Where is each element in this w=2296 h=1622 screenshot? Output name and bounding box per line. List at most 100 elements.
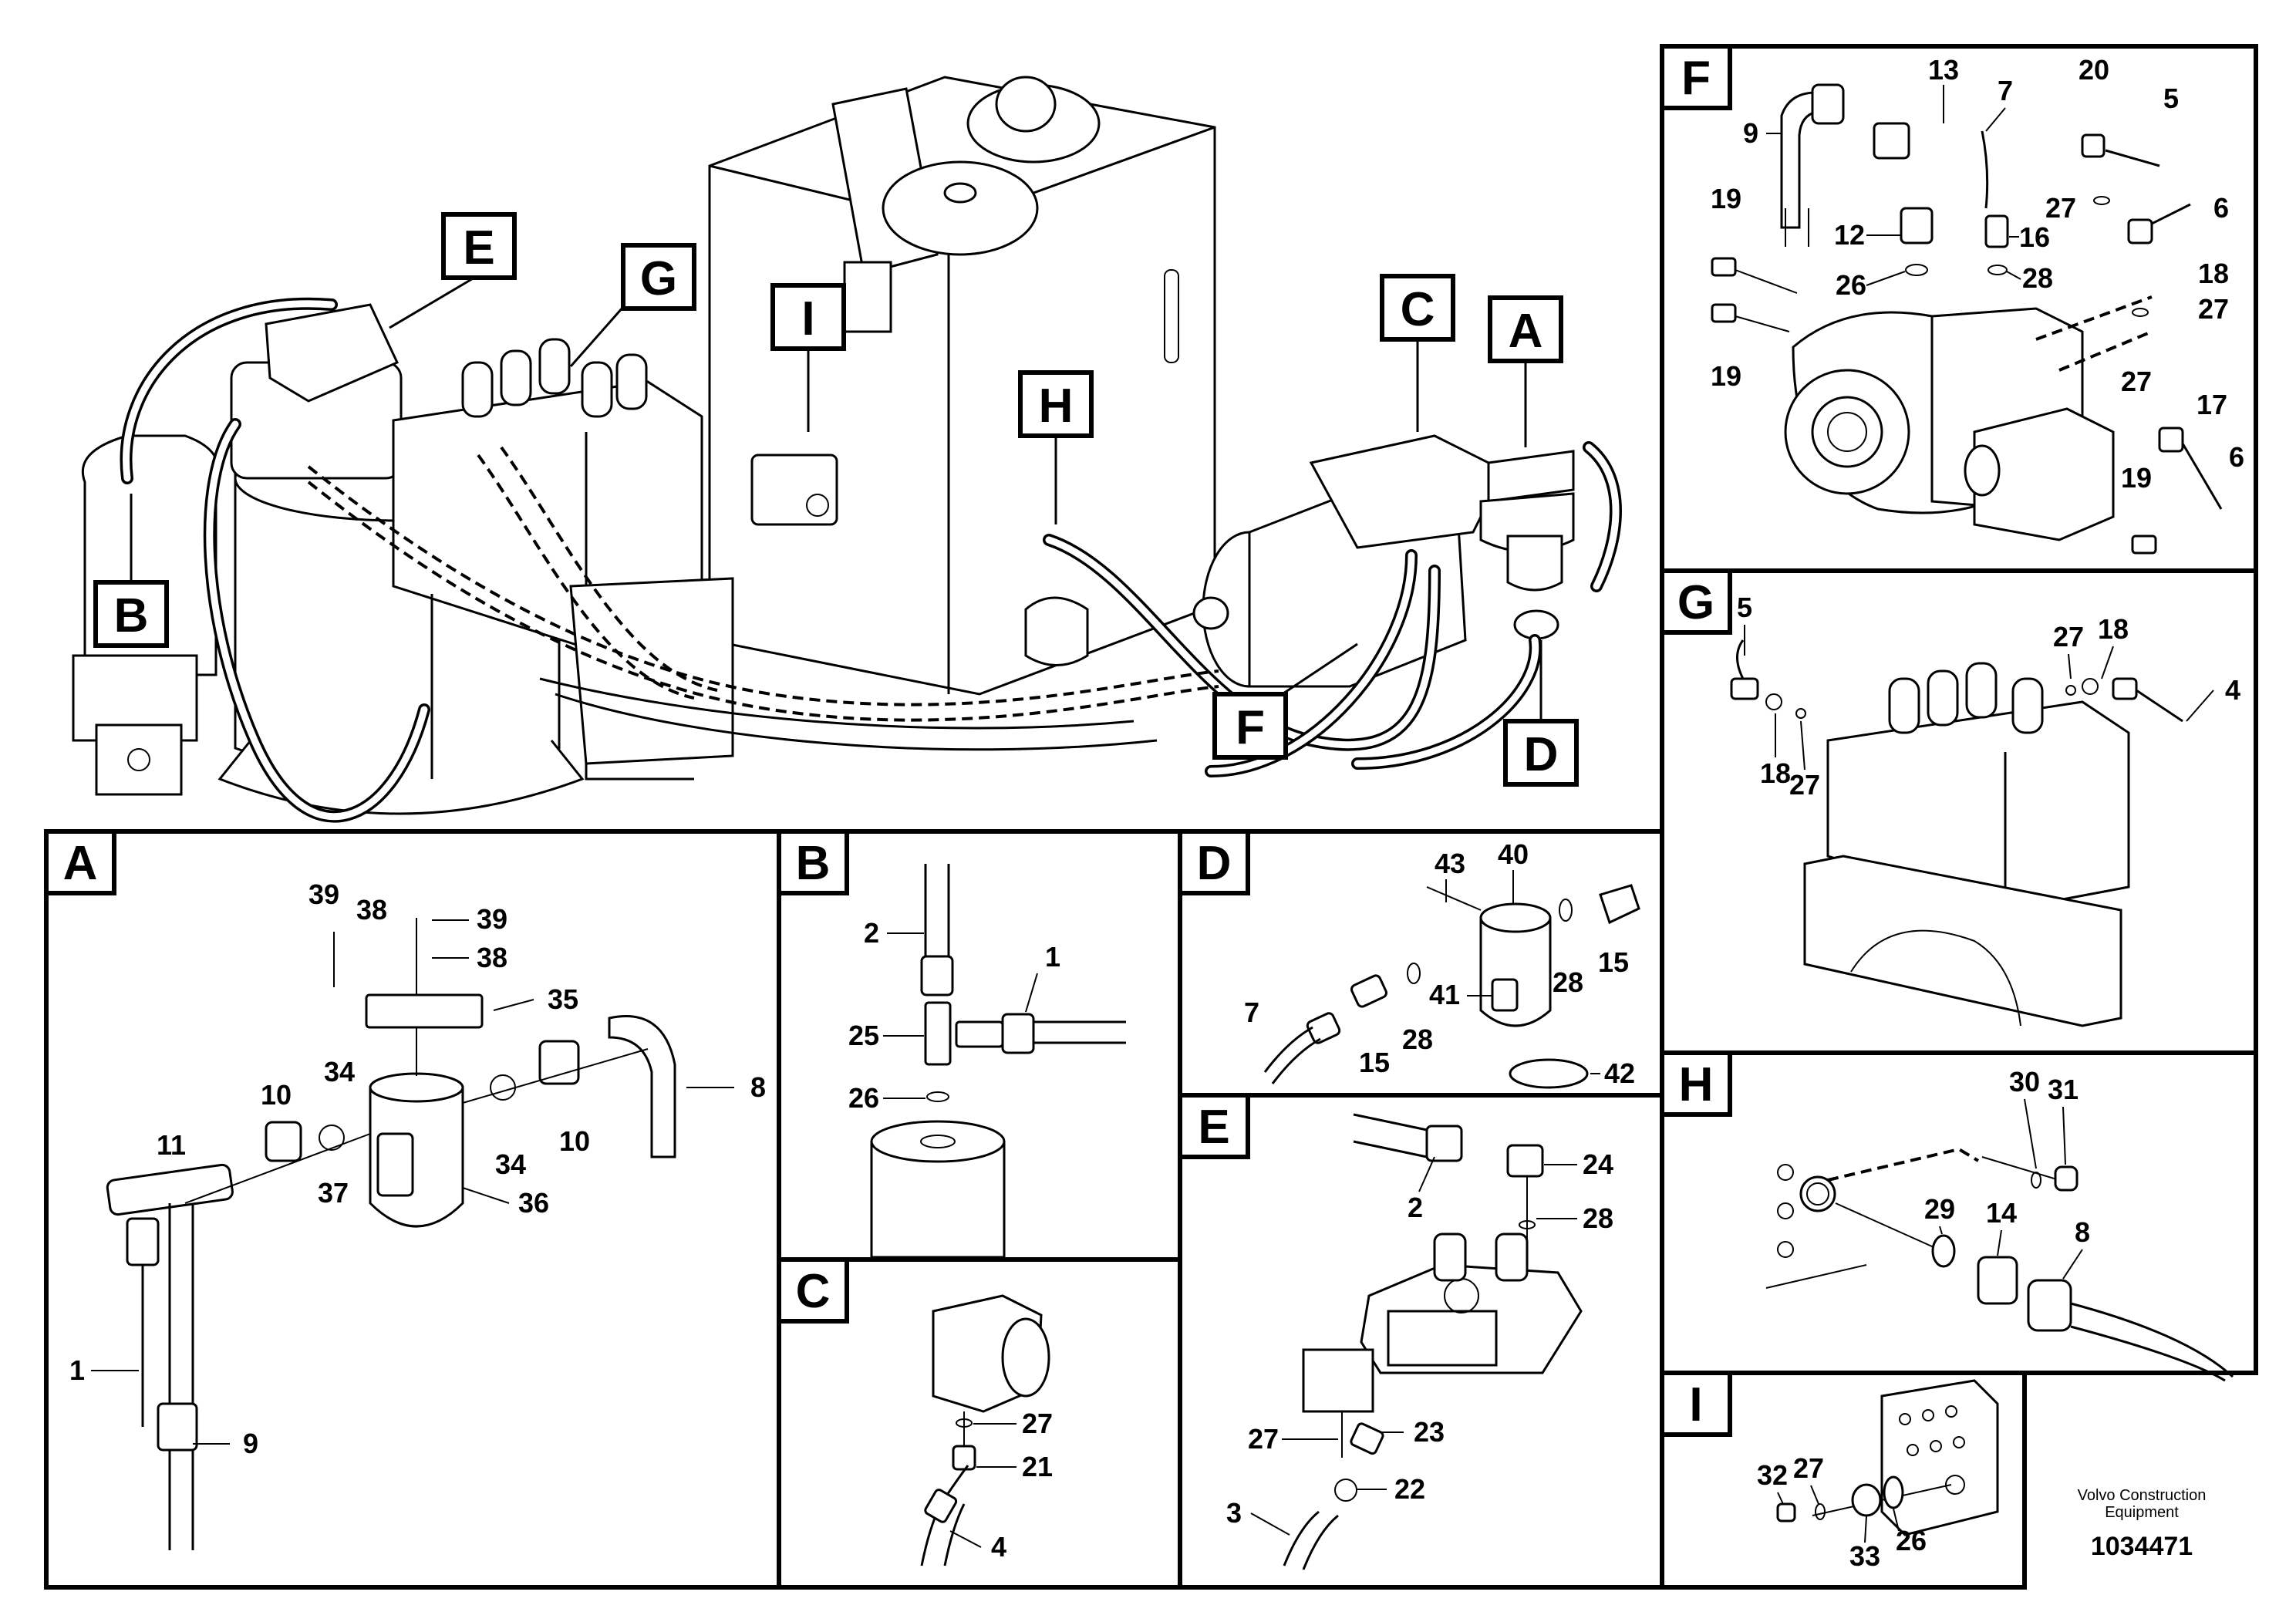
- panel-title: D: [1197, 837, 1232, 890]
- callout-label: E: [463, 221, 494, 275]
- part-label: 9: [1743, 117, 1758, 149]
- part-label: 8: [750, 1071, 766, 1103]
- panel-F-drawing: [1711, 83, 2223, 555]
- part-label: 28: [1402, 1023, 1433, 1055]
- part-label: 19: [2121, 462, 2152, 494]
- detail-panel-E: E 2 24 28 27 23 22 3: [1178, 1093, 1664, 1590]
- leader-lines: [1445, 870, 1600, 1074]
- part-label: 2: [864, 917, 879, 949]
- panel-title: G: [1677, 576, 1714, 629]
- callout-D[interactable]: D: [1503, 640, 1579, 787]
- callout-C[interactable]: C: [1380, 274, 1455, 432]
- part-label: 3: [1226, 1497, 1242, 1529]
- part-label: 15: [1598, 946, 1629, 978]
- panel-G-drawing: [1730, 639, 2183, 1027]
- manufacturer-line-2: Equipment: [2105, 1504, 2179, 1521]
- part-label: 23: [1414, 1416, 1445, 1448]
- leader-lines: [949, 1423, 1017, 1548]
- part-label: 39: [308, 878, 339, 910]
- panel-title: C: [796, 1265, 831, 1318]
- overview-assembly: E G I C A H B: [72, 76, 1622, 823]
- control-valve-drawing: [392, 338, 734, 781]
- panel-title: F: [1681, 52, 1711, 105]
- part-label: 6: [2229, 441, 2244, 473]
- part-label: 31: [2048, 1074, 2079, 1105]
- part-label: 38: [477, 942, 507, 973]
- panel-I-drawing: [1776, 1379, 1999, 1536]
- part-label: 18: [2098, 613, 2129, 645]
- part-label: 37: [318, 1177, 349, 1209]
- panel-B-drawing: [870, 864, 1126, 1259]
- callout-E[interactable]: E: [389, 212, 517, 329]
- callout-label: B: [114, 589, 149, 642]
- part-label: 6: [2213, 192, 2229, 224]
- part-label: 7: [1244, 996, 1259, 1028]
- callout-label: A: [1509, 305, 1543, 358]
- part-label: 26: [1896, 1525, 1927, 1556]
- part-label: 27: [2198, 293, 2229, 325]
- part-label: 39: [477, 903, 507, 935]
- part-label: 27: [1793, 1452, 1824, 1484]
- panel-C-drawing: [920, 1294, 1050, 1566]
- part-label: 27: [1789, 769, 1820, 801]
- part-label: 34: [324, 1056, 355, 1088]
- callout-label: D: [1524, 728, 1559, 781]
- leader-lines: [1777, 1485, 1900, 1543]
- part-label: 19: [1711, 183, 1741, 214]
- callout-label: F: [1236, 701, 1265, 754]
- part-label: 30: [2009, 1066, 2040, 1098]
- part-label: 10: [559, 1125, 590, 1157]
- part-label: 36: [518, 1187, 549, 1219]
- panel-title: E: [1198, 1101, 1229, 1154]
- callout-B[interactable]: B: [93, 494, 169, 648]
- callout-label: G: [640, 252, 677, 305]
- drawing-footer: Volvo Construction Equipment 1034471: [2041, 1487, 2242, 1562]
- part-label: 2: [1408, 1192, 1423, 1223]
- callout-F[interactable]: F: [1212, 642, 1358, 760]
- leader-lines: [1766, 85, 2021, 286]
- callout-A[interactable]: A: [1488, 295, 1563, 447]
- part-label: 28: [1553, 966, 1583, 998]
- part-label: 1: [1045, 941, 1060, 973]
- leader-lines: [883, 932, 1038, 1099]
- part-label: 27: [1022, 1408, 1053, 1439]
- panel-title: I: [1689, 1378, 1702, 1431]
- panel-A-drawing: [106, 918, 676, 1550]
- panel-title: B: [796, 837, 831, 890]
- detail-panel-F: F: [1660, 44, 2258, 573]
- part-label: 38: [356, 894, 387, 926]
- part-label: 5: [1737, 592, 1752, 623]
- part-label: 40: [1498, 838, 1529, 870]
- callout-G[interactable]: G: [569, 243, 696, 367]
- detail-panel-I: I 32 27 33 26: [1660, 1371, 2027, 1590]
- detail-panel-H: H 30 31 29 14 8: [1660, 1050, 2258, 1382]
- hydraulic-tank-drawing: [708, 76, 1216, 696]
- valve-spools: [461, 338, 648, 418]
- part-label: 25: [848, 1020, 879, 1051]
- leader-lines: [1744, 625, 2214, 771]
- panel-title: H: [1679, 1058, 1714, 1111]
- part-label: 19: [1711, 360, 1741, 392]
- detail-panel-B: B 2 1 25 26: [777, 829, 1182, 1262]
- panel-title: A: [63, 837, 98, 890]
- callout-label: I: [801, 292, 814, 346]
- part-label: 42: [1604, 1057, 1635, 1089]
- detail-panel-G: G 5 27 18 4 18 27: [1660, 568, 2258, 1055]
- drawing-number: 1034471: [2090, 1532, 2193, 1561]
- panel-H-drawing: [1765, 1147, 2234, 1382]
- part-label: 8: [2075, 1216, 2090, 1248]
- part-label: 17: [2197, 389, 2227, 420]
- callout-I[interactable]: I: [770, 283, 846, 432]
- callout-H[interactable]: H: [1018, 370, 1094, 524]
- part-label: 41: [1429, 979, 1460, 1010]
- detail-panel-A: A 39 38 39 38 35 34 10: [44, 829, 781, 1590]
- part-label: 28: [2022, 262, 2053, 294]
- leader-lines: [91, 919, 734, 1445]
- part-label: 15: [1359, 1047, 1390, 1078]
- leader-lines: [1939, 1098, 2083, 1280]
- leader-lines: [1250, 1156, 1577, 1536]
- main-pump-drawing: [1192, 434, 1575, 688]
- part-label: 21: [1022, 1451, 1053, 1482]
- part-label: 9: [243, 1428, 258, 1459]
